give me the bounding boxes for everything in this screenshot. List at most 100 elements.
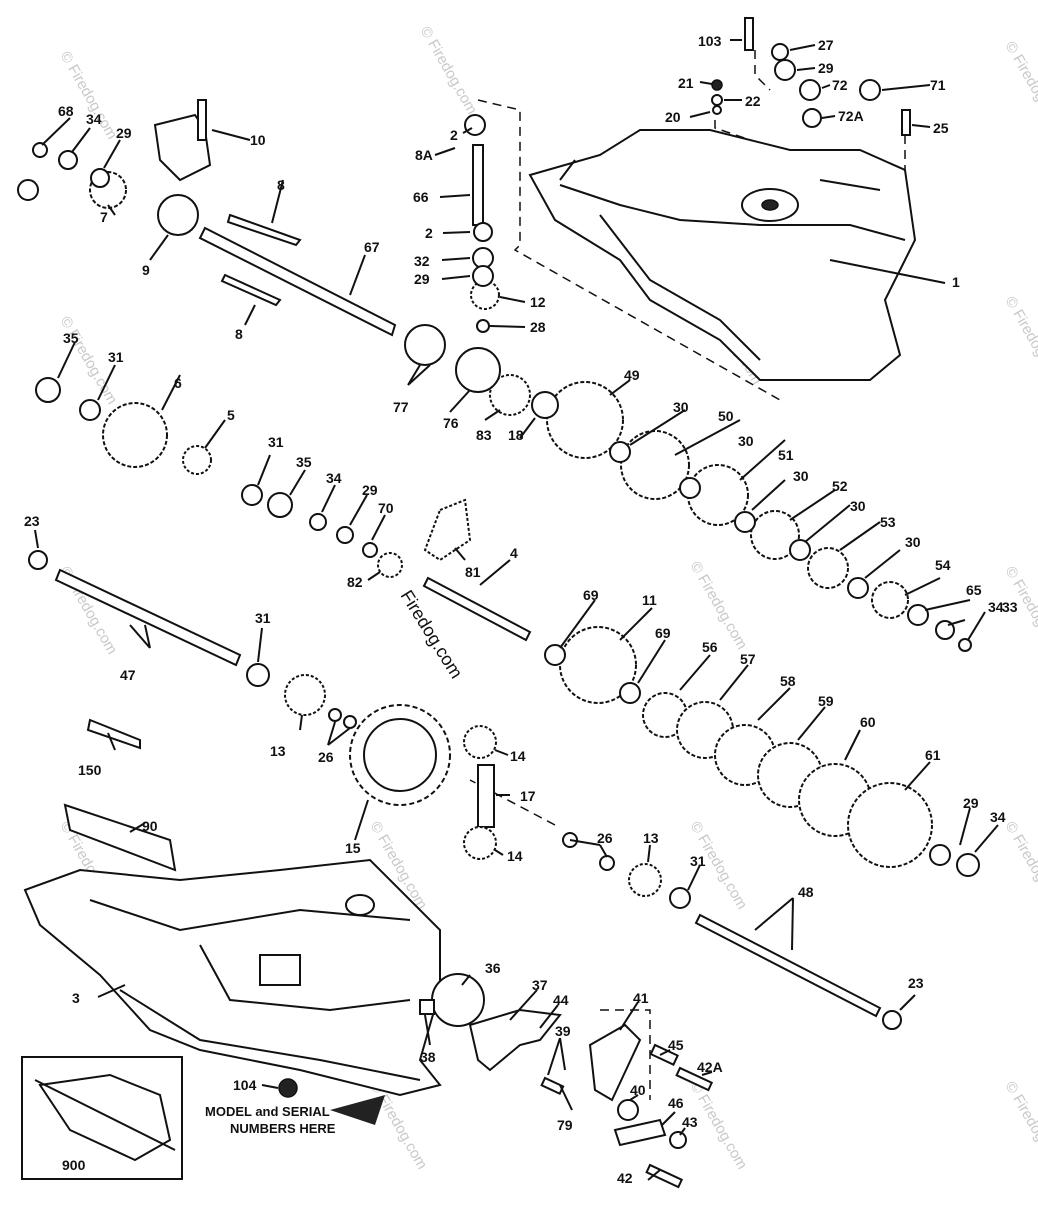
screw-20 — [712, 105, 722, 115]
plug-72 — [799, 79, 821, 101]
ring-23-upper — [28, 550, 48, 570]
spacer-45 — [649, 1043, 679, 1066]
label-13b: 13 — [643, 830, 659, 846]
label-36: 36 — [485, 960, 501, 976]
label-26b: 26 — [597, 830, 613, 846]
bracket-10 — [153, 113, 212, 182]
washer-29-mid — [472, 265, 494, 287]
lever-37 — [468, 1008, 562, 1072]
label-29c: 29 — [414, 271, 430, 287]
label-1: 1 — [952, 274, 960, 290]
cap-71 — [859, 79, 881, 101]
washer-30-c — [734, 511, 756, 533]
washer-69-b — [619, 682, 641, 704]
bushing-34-mid — [309, 513, 327, 531]
label-27: 27 — [818, 37, 834, 53]
gear-49 — [546, 381, 624, 459]
watermark-8: © Firedog.com — [687, 559, 751, 653]
label-31b: 31 — [268, 434, 284, 450]
label-20: 20 — [665, 109, 681, 125]
label-30b: 30 — [738, 433, 754, 449]
label-13: 13 — [270, 743, 286, 759]
bushing-34-top — [58, 150, 78, 170]
label-34c: 34 — [988, 599, 1004, 615]
shaft-48 — [694, 913, 882, 1018]
label-6: 6 — [174, 375, 182, 391]
leader-lines — [34, 39, 999, 1181]
watermark-6: © Firedog.com — [1002, 294, 1038, 388]
label-10: 10 — [250, 132, 266, 148]
label-79: 79 — [557, 1117, 573, 1133]
label-33: 33 — [1002, 599, 1018, 615]
shaft-17 — [477, 764, 495, 828]
key-8-lower — [220, 273, 282, 307]
bushing-35-upper — [35, 377, 61, 403]
dashed-line-lower — [600, 1009, 651, 1100]
label-29e: 29 — [963, 795, 979, 811]
label-90: 90 — [142, 818, 158, 834]
label-8: 8 — [277, 177, 285, 193]
bearing-2-top — [464, 114, 486, 136]
gear-53 — [807, 547, 849, 589]
washer-30-a — [609, 441, 631, 463]
bushing-35-mid — [267, 492, 293, 518]
gear-61 — [847, 782, 933, 868]
washer-31-lower — [246, 663, 270, 687]
label-42: 42 — [617, 1170, 633, 1186]
label-14: 14 — [510, 748, 526, 764]
label-65: 65 — [966, 582, 982, 598]
label-50: 50 — [718, 408, 734, 424]
bolt-103 — [744, 17, 754, 51]
watermark-13: © Firedog.com — [1002, 819, 1038, 913]
ring-33 — [958, 638, 972, 652]
spring-22 — [711, 94, 723, 106]
watermark-3: © Firedog.com — [1002, 39, 1038, 133]
lower-housing — [23, 858, 442, 1097]
label-40: 40 — [630, 1082, 646, 1098]
label-18: 18 — [508, 427, 524, 443]
gear-54 — [871, 581, 909, 619]
label-69: 69 — [583, 587, 599, 603]
label-23: 23 — [24, 513, 40, 529]
label-48: 48 — [798, 884, 814, 900]
plug-104 — [278, 1078, 298, 1098]
label-68: 68 — [58, 103, 74, 119]
label-104: 104 — [233, 1077, 257, 1093]
gear-6 — [102, 402, 168, 468]
label-23b: 23 — [908, 975, 924, 991]
ring-26-a — [328, 708, 342, 722]
label-2b: 2 — [425, 225, 433, 241]
shafts — [54, 17, 911, 1018]
label-76: 76 — [443, 415, 459, 431]
label-5: 5 — [227, 407, 235, 423]
inset-box — [21, 1056, 183, 1180]
label-34: 34 — [86, 111, 102, 127]
label-69b: 69 — [655, 625, 671, 641]
bearing-18 — [531, 391, 559, 419]
bearing-70 — [362, 542, 378, 558]
label-103: 103 — [698, 33, 722, 49]
label-67: 67 — [364, 239, 380, 255]
linkage-parts — [153, 99, 714, 1189]
label-57: 57 — [740, 651, 756, 667]
label-41: 41 — [633, 990, 649, 1006]
label-22: 22 — [745, 93, 761, 109]
label-58: 58 — [780, 673, 796, 689]
gear-51 — [687, 464, 749, 526]
washer-29-top — [90, 168, 110, 188]
bevel-gear-14-upper — [463, 725, 497, 759]
dashed-line-103 — [754, 50, 771, 91]
chain-81 — [423, 498, 472, 562]
label-44: 44 — [553, 992, 569, 1008]
shim-76 — [455, 347, 501, 393]
label-34b: 34 — [326, 470, 342, 486]
label-71: 71 — [930, 77, 946, 93]
label-31: 31 — [108, 349, 124, 365]
label-12: 12 — [530, 294, 546, 310]
watermark-17: © Firedog.com — [1002, 1079, 1038, 1173]
watermark-2: © Firedog.com — [417, 24, 481, 118]
shaft-4 — [422, 576, 532, 642]
gear-11 — [559, 626, 637, 704]
label-34d: 34 — [990, 809, 1006, 825]
label-70: 70 — [378, 500, 394, 516]
